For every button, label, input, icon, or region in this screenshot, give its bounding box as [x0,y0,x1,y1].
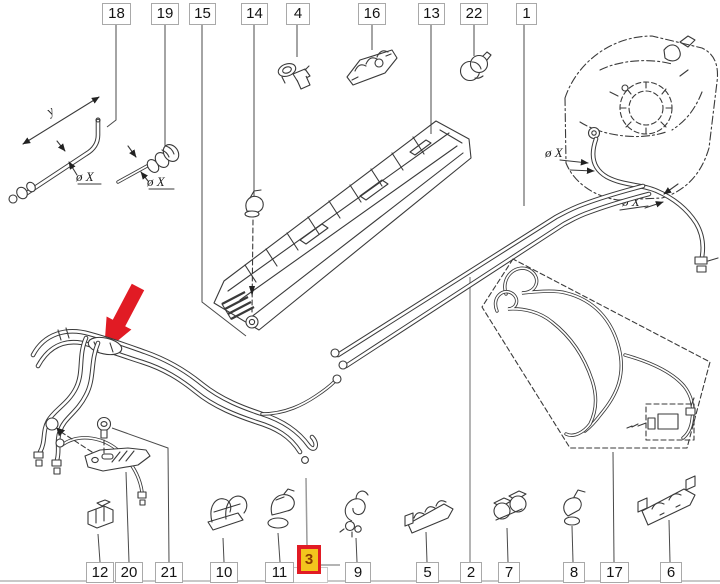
callout-14[interactable]: 14 [241,3,268,25]
callout-11[interactable]: 11 [265,562,294,583]
diameter-label-19: ø X [146,174,166,189]
part-18-pipe-drawing: y ø X [8,96,102,204]
diameter-label-tank: ø X [544,145,564,160]
part-13-shield-drawing [213,120,472,331]
part-17-hose-detail-drawing [481,258,711,449]
diameter-label-18: ø X [75,169,95,184]
callout-15[interactable]: 15 [189,3,216,25]
callout-4[interactable]: 4 [286,3,310,25]
part-6-clip-drawing [637,475,696,526]
part-5-clip-drawing [404,500,454,534]
part-16-clip-drawing [346,49,398,86]
callout-7[interactable]: 7 [498,562,520,583]
callout-22[interactable]: 22 [460,3,488,25]
part-10-clip-drawing [207,495,248,531]
part-9-clip-drawing [339,490,369,538]
callout-6[interactable]: 6 [660,562,682,583]
callout-16[interactable]: 16 [358,3,386,25]
part-4-clip-drawing [277,63,311,90]
callout-5[interactable]: 5 [416,562,439,583]
callout-12[interactable]: 12 [86,562,114,583]
callout-18[interactable]: 18 [102,3,131,25]
callout-17[interactable]: 17 [600,562,629,583]
callout-3-number: 3 [300,548,318,571]
fuel-pipe-long-run-drawing [330,183,652,370]
callout-1[interactable]: 1 [516,3,537,25]
part-19-fitting-drawing: ø X [116,144,180,190]
callout-10[interactable]: 10 [210,562,238,583]
callout-21[interactable]: 21 [155,562,183,583]
part-12-clip-drawing [87,499,114,529]
callout-20[interactable]: 20 [115,562,143,583]
part-14-clamp-drawing [244,189,264,329]
fuel-line-bundle-drawing [30,327,342,506]
part-1-fuel-tank-drawing [564,35,719,201]
dimension-y-label: y [42,103,57,120]
callout-2[interactable]: 2 [460,562,482,583]
part-8-clip-drawing [563,489,586,526]
part-21-bolt-drawing [96,416,112,455]
callout-19[interactable]: 19 [151,3,179,25]
leader-lines [0,25,720,582]
callout-13[interactable]: 13 [418,3,445,25]
part-7-clip-drawing [493,490,527,521]
callout-3-highlighted[interactable]: 3 [297,545,321,574]
callout-9[interactable]: 9 [345,562,371,583]
part-20-bracket-drawing [56,427,151,472]
part-11-clip-drawing [267,488,295,529]
part-22-clip-drawing [459,51,492,82]
callout-8[interactable]: 8 [563,562,585,583]
red-pointer-arrow [104,283,145,352]
